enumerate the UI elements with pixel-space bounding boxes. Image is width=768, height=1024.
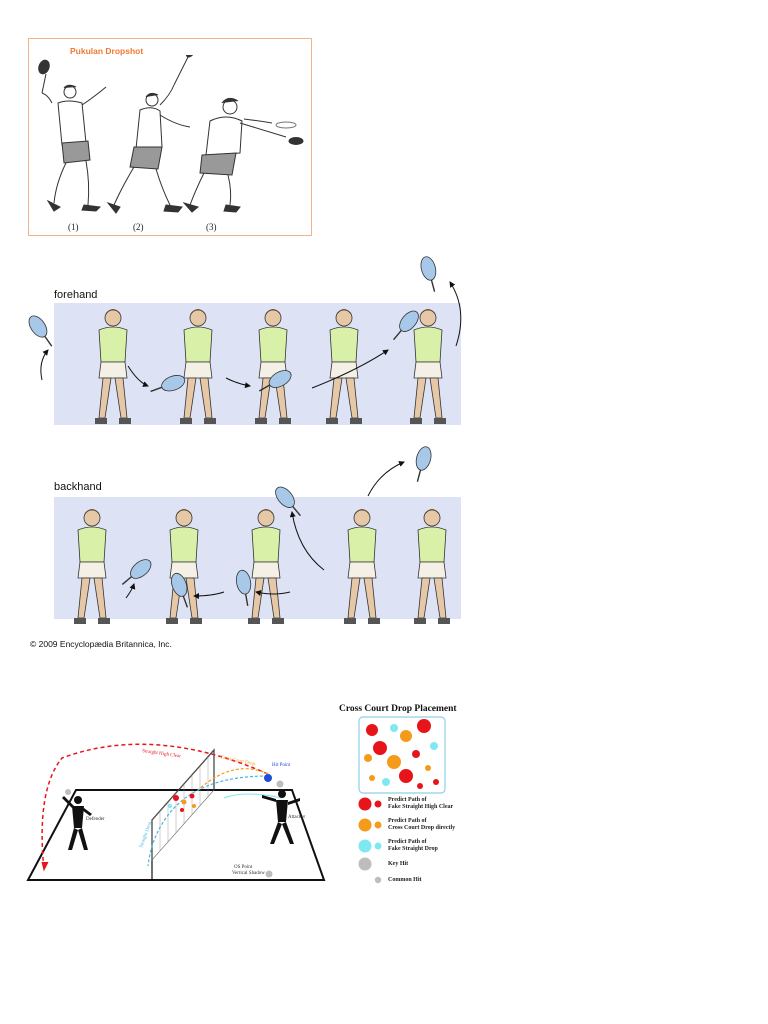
hit-point-label: Hit Point: [272, 763, 291, 768]
legend-title: Cross Court Drop Placement: [339, 704, 457, 714]
legend-swatch-common-hit: [374, 876, 382, 884]
straight-drop-label: Straight Drop: [139, 821, 153, 849]
legend-swatch-red: [358, 797, 372, 811]
straight-high-clear-path: [41, 743, 269, 871]
defender-label: Defender: [86, 817, 105, 822]
legend-swatch-cyan: [358, 839, 372, 853]
legend-item-5: Common Hit: [388, 877, 422, 883]
vertical-shadow-line: [223, 793, 283, 799]
attacker-label: Attacker: [288, 815, 306, 820]
backhand-label: backhand: [54, 481, 102, 493]
cross-court-drop-path: [197, 768, 269, 791]
legend-swatch-orange: [358, 818, 372, 832]
backhand-sequence: [73, 444, 451, 625]
legend-item-3: Predict Path of Fake Straight Drop: [388, 839, 438, 852]
court-outline: [26, 789, 326, 881]
vertical-shadow-label: Vertical Shadow: [232, 871, 265, 876]
stroke-sequence: [28, 254, 462, 625]
hit-point-marker: [264, 774, 272, 782]
legend-item-2: Predict Path of Cross Court Drop directl…: [388, 818, 456, 831]
court-diagram: Defender Attacker Hit Point Straight Hig…: [26, 743, 326, 881]
dropshot-figures: [38, 55, 304, 214]
step-label-2: (2): [133, 222, 144, 232]
player-figure-3: [182, 97, 304, 213]
placement-dots: [168, 793, 196, 812]
straight-high-clear-label: Straight High Clear: [142, 749, 182, 759]
player-figure-1: [38, 59, 107, 212]
net: [151, 748, 215, 880]
dropshot-title: Pukulan Dropshot: [70, 46, 144, 56]
defender-silhouette: [62, 789, 92, 850]
player-figure-2: [106, 55, 199, 214]
attacker-silhouette: [262, 790, 300, 844]
forehand-label: forehand: [54, 289, 98, 301]
placement-box: [358, 716, 446, 794]
os-point-label: OS Point: [234, 865, 253, 870]
legend-swatch-key-hit: [358, 857, 372, 871]
forehand-sequence: [28, 254, 462, 425]
key-hit-marker: [276, 780, 284, 788]
straight-drop-path: [147, 775, 269, 867]
copyright-notice: © 2009 Encyclopædia Britannica, Inc.: [30, 639, 172, 649]
legend-swatches: [358, 797, 382, 884]
step-label-1: (1): [68, 222, 79, 232]
legend-item-4: Key Hit: [388, 861, 409, 867]
legend-item-1: Predict Path of Fake Straight High Clear: [388, 797, 454, 810]
cross-court-drop-label: Cross Court Drop: [220, 755, 256, 767]
step-label-3: (3): [206, 222, 217, 232]
os-point-marker: [265, 870, 273, 878]
